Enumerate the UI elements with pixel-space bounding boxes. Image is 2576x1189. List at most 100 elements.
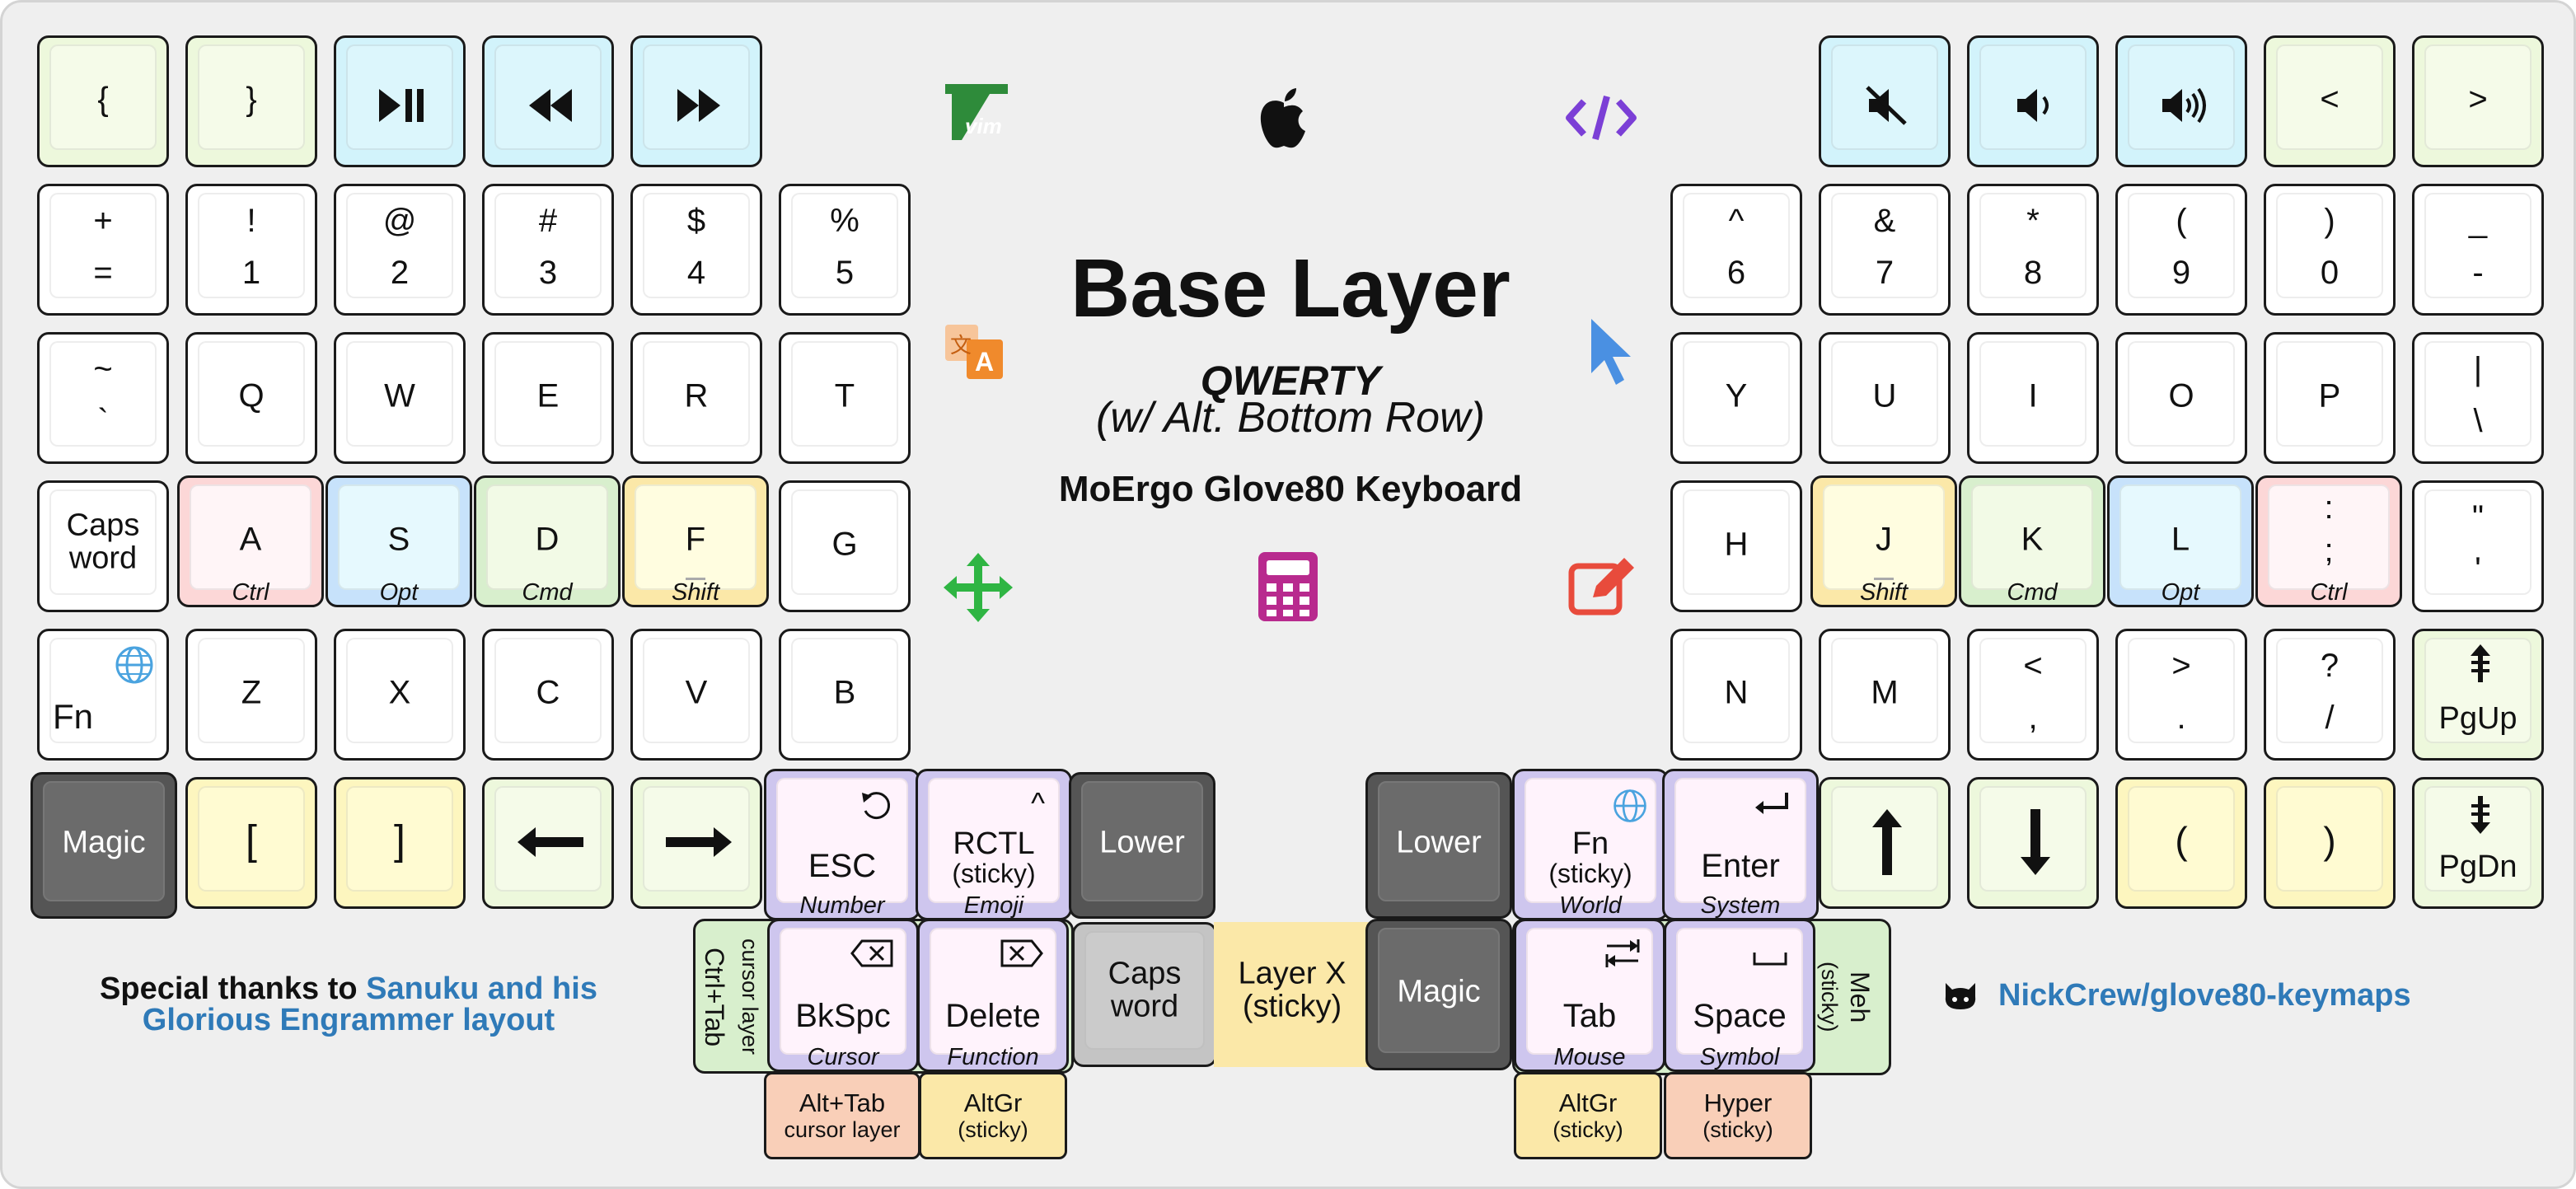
key-delete-function[interactable]: Delete Function xyxy=(917,919,1069,1072)
combo-altgr-right[interactable]: AltGr (sticky) xyxy=(1514,1072,1662,1159)
key-rctl-emoji[interactable]: ^ RCTL(sticky) Emoji xyxy=(916,769,1072,920)
shift-label: " xyxy=(2471,499,2485,536)
key-left-bracket[interactable]: [ xyxy=(185,777,317,909)
combo-alt-tab[interactable]: Alt+Tab cursor layer xyxy=(764,1072,920,1159)
key-1[interactable]: !1 xyxy=(185,184,317,316)
key-period[interactable]: >. xyxy=(2115,629,2247,761)
key-b[interactable]: B xyxy=(779,629,911,761)
key-lower-right[interactable]: Lower xyxy=(1365,772,1512,919)
key-arrow-down[interactable] xyxy=(1967,777,2099,909)
key-w[interactable]: W xyxy=(334,332,466,464)
key-layer-x[interactable]: Layer X(sticky) xyxy=(1214,922,1370,1067)
key-slash[interactable]: ?/ xyxy=(2264,629,2396,761)
key-q[interactable]: Q xyxy=(185,332,317,464)
key-n[interactable]: N xyxy=(1670,629,1802,761)
key-grave[interactable]: ~` xyxy=(37,332,169,464)
key-arrow-right[interactable] xyxy=(630,777,762,909)
key-arrow-up[interactable] xyxy=(1819,777,1951,909)
key-right-bracket[interactable]: ] xyxy=(334,777,466,909)
key-label: < xyxy=(2320,81,2339,118)
key-quote[interactable]: "' xyxy=(2412,480,2544,612)
key-label: G xyxy=(831,526,858,563)
key-6[interactable]: ^6 xyxy=(1670,184,1802,316)
shift-label: * xyxy=(2026,202,2040,239)
key-enter-system[interactable]: Enter System xyxy=(1662,769,1819,920)
credits-link-line1[interactable]: Sanuku and his xyxy=(366,971,597,1006)
key-label: E xyxy=(536,377,560,414)
key-p[interactable]: P xyxy=(2264,332,2396,464)
key-c[interactable]: C xyxy=(482,629,614,761)
key-sublabel: (sticky) xyxy=(1242,989,1342,1024)
key-5[interactable]: %5 xyxy=(779,184,911,316)
key-g[interactable]: G xyxy=(779,480,911,612)
key-backslash[interactable]: |\ xyxy=(2412,332,2544,464)
key-arrow-left[interactable] xyxy=(482,777,614,909)
key-fn[interactable]: Fn xyxy=(37,629,169,761)
key-2[interactable]: @2 xyxy=(334,184,466,316)
key-volume-down[interactable] xyxy=(1967,35,2099,167)
key-page-down[interactable]: PgDn xyxy=(2412,777,2544,909)
key-t[interactable]: T xyxy=(779,332,911,464)
key-7[interactable]: &7 xyxy=(1819,184,1951,316)
repo-link[interactable]: NickCrew/glove80-keymaps xyxy=(1998,978,2411,1013)
key-caps-word-thumb[interactable]: Caps word xyxy=(1072,922,1217,1067)
key-right-paren[interactable]: ) xyxy=(2264,777,2396,909)
key-x[interactable]: X xyxy=(334,629,466,761)
key-fn-world[interactable]: Fn(sticky) World xyxy=(1512,769,1669,920)
key-esc-number[interactable]: ESC Number xyxy=(764,769,920,920)
key-space-symbol[interactable]: Space Symbol xyxy=(1664,919,1815,1072)
key-y[interactable]: Y xyxy=(1670,332,1802,464)
credits-link-line2[interactable]: Glorious Engrammer layout xyxy=(142,1003,555,1037)
key-backspace-cursor[interactable]: BkSpc Cursor xyxy=(767,919,919,1072)
key-e[interactable]: E xyxy=(482,332,614,464)
key-fast-forward[interactable] xyxy=(630,35,762,167)
key-i[interactable]: I xyxy=(1967,332,2099,464)
key-mute[interactable] xyxy=(1819,35,1951,167)
combo-hyper[interactable]: Hyper (sticky) xyxy=(1664,1072,1812,1159)
key-tab-mouse[interactable]: Tab Mouse xyxy=(1514,919,1665,1072)
key-page-up[interactable]: PgUp xyxy=(2412,629,2544,761)
shift-label: + xyxy=(93,202,113,239)
key-lower-left[interactable]: Lower xyxy=(1069,772,1215,919)
key-left-paren[interactable]: ( xyxy=(2115,777,2247,909)
key-0[interactable]: )0 xyxy=(2264,184,2396,316)
key-greater-than[interactable]: > xyxy=(2412,35,2544,167)
key-play-pause[interactable] xyxy=(334,35,466,167)
github-icon xyxy=(1945,982,1976,1009)
key-left-brace[interactable]: { xyxy=(37,35,169,167)
key-volume-up[interactable] xyxy=(2115,35,2247,167)
key-minus[interactable]: _- xyxy=(2412,184,2544,316)
key-3[interactable]: #3 xyxy=(482,184,614,316)
key-comma[interactable]: <, xyxy=(1967,629,2099,761)
svg-text:文: 文 xyxy=(950,334,972,358)
key-semicolon[interactable]: :;Ctrl xyxy=(2255,475,2402,607)
key-caps-word[interactable]: Caps word xyxy=(37,480,169,612)
key-rewind[interactable] xyxy=(482,35,614,167)
key-9[interactable]: (9 xyxy=(2115,184,2247,316)
key-equals[interactable]: += xyxy=(37,184,169,316)
hold-hint: Cursor xyxy=(807,1045,879,1071)
key-r[interactable]: R xyxy=(630,332,762,464)
key-z[interactable]: Z xyxy=(185,629,317,761)
key-v[interactable]: V xyxy=(630,629,762,761)
key-u[interactable]: U xyxy=(1819,332,1951,464)
key-h[interactable]: H xyxy=(1670,480,1802,612)
key-o[interactable]: O xyxy=(2115,332,2247,464)
key-magic-right[interactable]: Magic xyxy=(1365,919,1512,1070)
key-8[interactable]: *8 xyxy=(1967,184,2099,316)
combo-altgr-left[interactable]: AltGr (sticky) xyxy=(919,1072,1067,1159)
key-m[interactable]: M xyxy=(1819,629,1951,761)
key-less-than[interactable]: < xyxy=(2264,35,2396,167)
key-magic-left[interactable]: Magic xyxy=(30,772,177,919)
key-right-brace[interactable]: } xyxy=(185,35,317,167)
return-icon xyxy=(1755,793,1788,814)
key-4[interactable]: $4 xyxy=(630,184,762,316)
